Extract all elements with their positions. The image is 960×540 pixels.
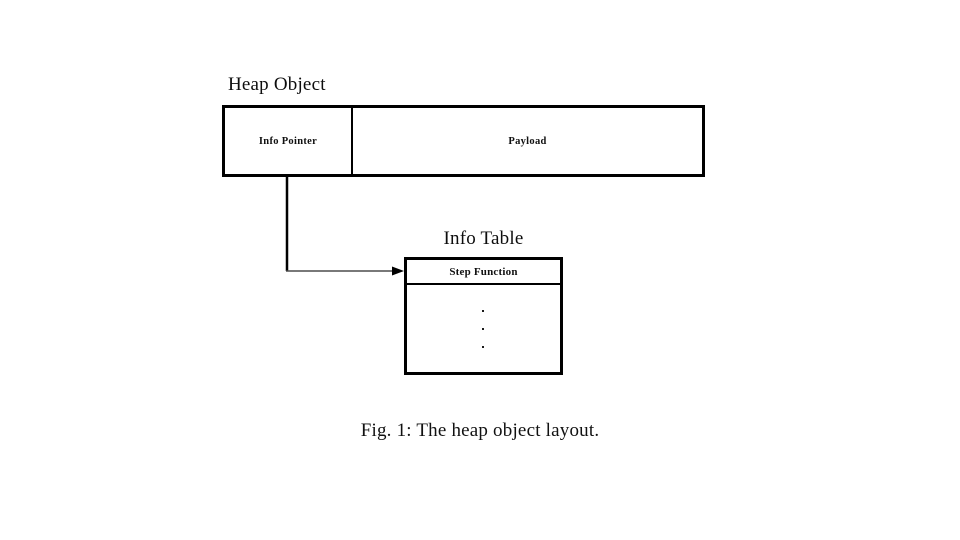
ellipsis-dot — [481, 345, 484, 348]
heap-object-box: Info Pointer Payload — [222, 105, 705, 177]
info-pointer-cell: Info Pointer — [225, 108, 353, 174]
info-table-entries-area — [407, 285, 560, 372]
payload-label: Payload — [508, 135, 547, 147]
info-table-heading: Info Table — [443, 228, 524, 249]
step-function-label: Step Function — [449, 265, 518, 278]
heap-object-heading: Heap Object — [228, 74, 326, 95]
figure-caption: Fig. 1: The heap object layout. — [360, 420, 600, 441]
info-pointer-label: Info Pointer — [258, 135, 318, 147]
info-table-row-step-function: Step Function — [407, 260, 560, 285]
ellipsis-dot — [481, 327, 484, 330]
info-table-box: Step Function — [404, 257, 563, 375]
ellipsis-dot — [481, 309, 484, 312]
vertical-ellipsis-icon — [407, 285, 560, 372]
arrow-right-icon — [392, 266, 404, 276]
payload-cell: Payload — [353, 108, 702, 174]
